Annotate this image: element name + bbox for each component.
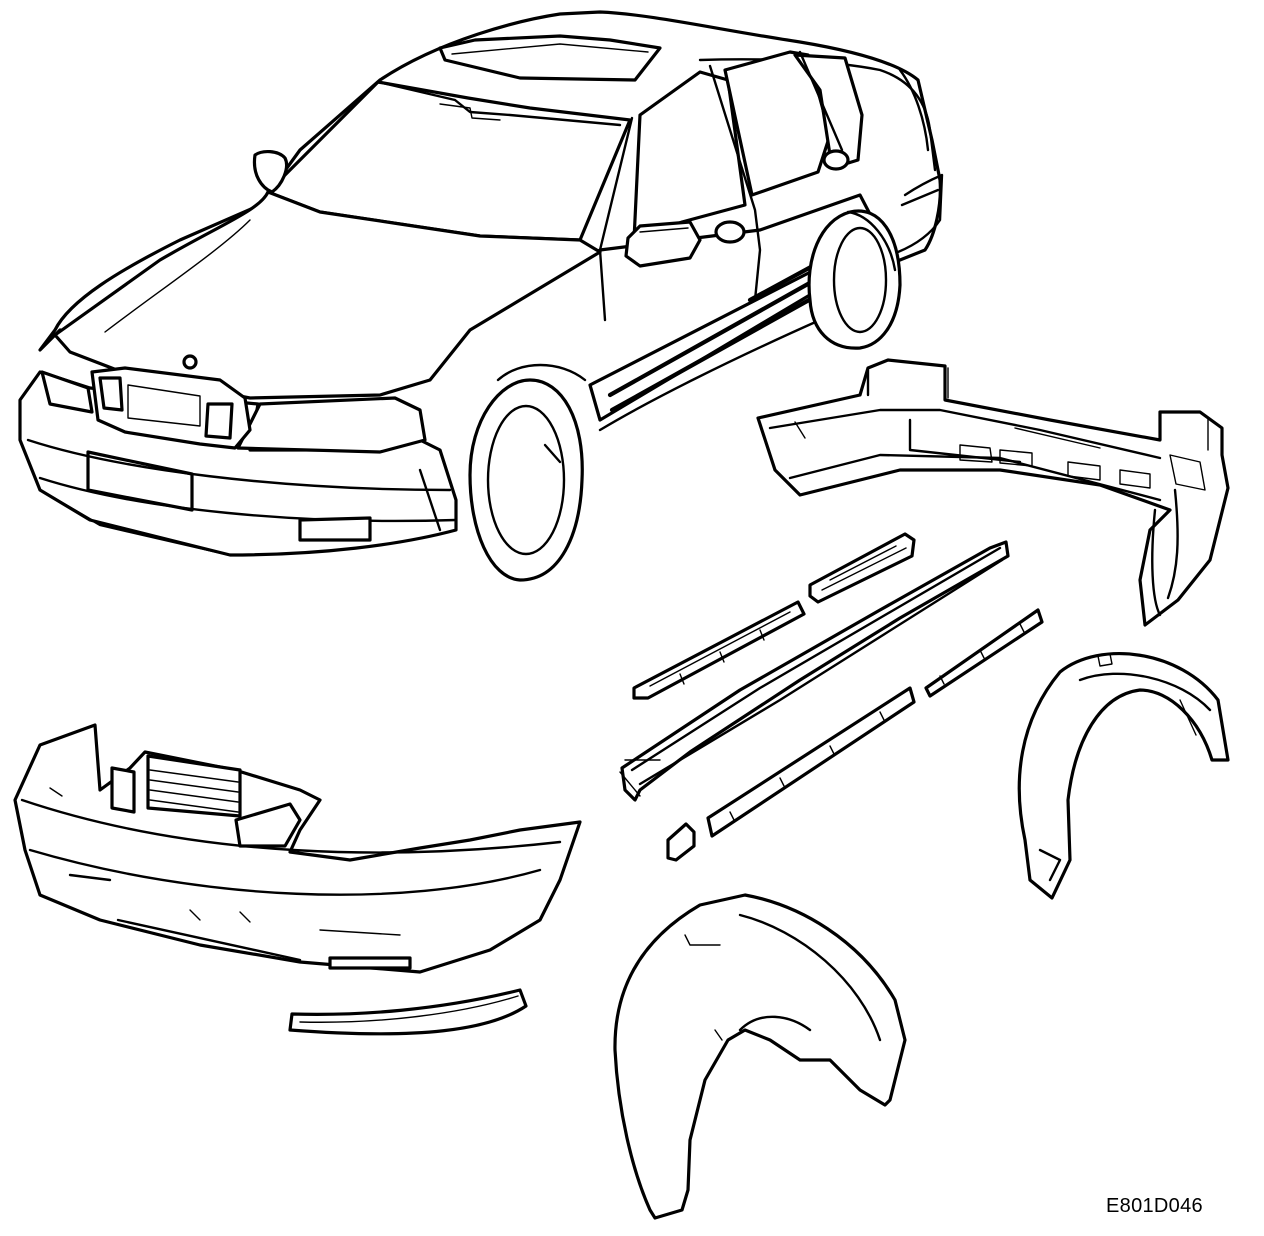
figure-reference-code: E801D046 [1106,1195,1203,1217]
sunroof [438,34,662,82]
aerial-bulge [252,150,289,194]
hood [53,190,602,400]
front-spoiler-lip [288,988,528,1036]
door-moulding-upper-front [632,600,806,700]
moulding-end-cap [666,822,696,862]
side-sill-skirt [619,540,1010,802]
car-front-end [18,366,458,557]
door-moulding-lower-front [706,686,916,838]
car-side-sill [588,259,837,432]
front-wheel-arch-liner [613,893,907,1220]
rear-bumper [756,358,1230,627]
rear-wheel [807,209,902,350]
side-mirror [624,220,702,268]
rear-wheel-arch-liner [1017,652,1230,900]
front-wheel [468,363,587,582]
front-bumper [13,723,582,974]
door-moulding-upper-rear [808,532,916,604]
side-windows [598,50,864,332]
windshield [266,80,632,242]
door-handle-rear [822,149,850,171]
door-handle-front [714,220,746,244]
door-moulding-lower-rear [924,608,1044,698]
car-assembled [18,10,944,582]
